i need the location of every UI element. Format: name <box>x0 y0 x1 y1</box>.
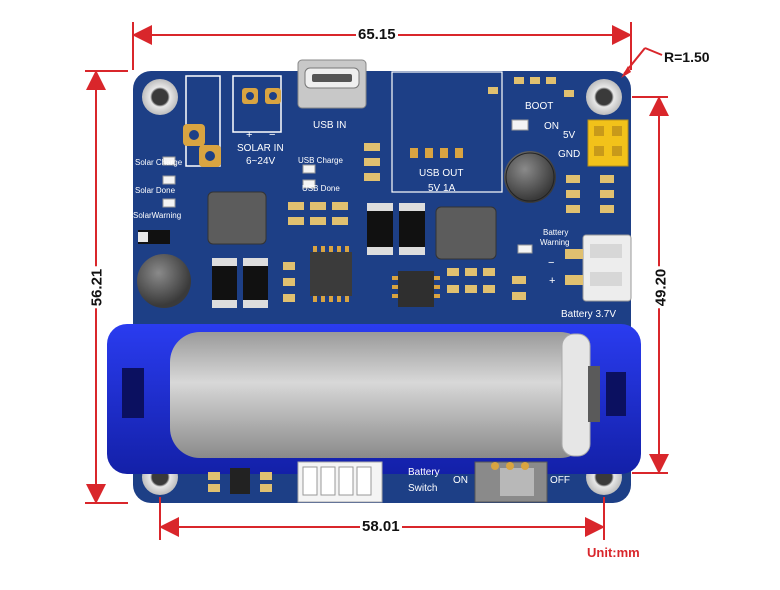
bottom-chip <box>208 468 272 494</box>
usb-out-outline <box>391 71 503 193</box>
label-battery-warning-2: Warning <box>540 238 570 247</box>
radius-arrowhead <box>621 66 631 78</box>
dimension-height-left: 56.21 <box>88 266 106 309</box>
label-switch-off: OFF <box>550 475 570 486</box>
jumper-left-pad <box>138 232 148 242</box>
label-solar-charge: Solar Charge <box>135 158 183 167</box>
label-batt-plus: + <box>549 275 556 287</box>
dimension-height-right: 49.20 <box>652 266 670 309</box>
dimension-corner-radius: R=1.50 <box>664 49 710 65</box>
label-solar-plus: + <box>246 129 253 141</box>
diode-pair-center <box>367 203 425 255</box>
label-batt-minus: − <box>548 257 555 269</box>
capacitor-right <box>504 151 556 203</box>
usb-out-pads <box>410 148 463 158</box>
label-battery-switch-1: Battery <box>408 467 440 478</box>
dimension-width-bottom: 58.01 <box>360 518 402 535</box>
label-boot: BOOT <box>525 101 554 112</box>
smd-passives <box>283 77 614 302</box>
mounting-hole-top-left <box>142 79 178 115</box>
label-solar-in: SOLAR IN <box>237 143 284 154</box>
battery-switch <box>474 461 548 503</box>
dimension-width-top: 65.15 <box>356 26 398 43</box>
label-usb-done: USB Done <box>302 184 340 193</box>
capacitor-left <box>137 254 191 308</box>
power-header <box>587 119 629 167</box>
battery-cell <box>170 332 600 458</box>
bottom-header-pins <box>297 461 383 503</box>
chip-center-right <box>392 271 440 307</box>
label-solar-warning: SolarWarning <box>133 211 182 220</box>
diode-pair-left <box>212 258 268 308</box>
mounting-hole-top-right <box>586 79 622 115</box>
label-on: ON <box>544 121 559 132</box>
inductor-left <box>207 191 267 245</box>
label-usb-in: USB IN <box>313 120 347 131</box>
battery-connector <box>565 234 632 302</box>
unit-label: Unit:mm <box>587 545 640 560</box>
solar-terminal <box>183 75 282 167</box>
inductor-right <box>435 206 497 260</box>
label-solar-done: Solar Done <box>135 186 176 195</box>
label-switch-on: ON <box>453 475 468 486</box>
label-solar-minus: − <box>269 129 276 141</box>
usb-in-connector <box>297 59 367 109</box>
label-5v: 5V <box>563 130 576 141</box>
label-usb-out: USB OUT <box>419 168 464 179</box>
label-gnd: GND <box>558 149 581 160</box>
label-battery-3-7v: Battery 3.7V <box>561 309 617 320</box>
label-battery-warning-1: Battery <box>543 228 569 237</box>
chip-center <box>310 246 352 302</box>
status-leds <box>162 119 533 254</box>
label-solar-range: 6~24V <box>246 156 276 167</box>
label-battery-switch-2: Switch <box>408 483 438 494</box>
label-usb-out-spec: 5V 1A <box>428 183 456 194</box>
label-usb-charge: USB Charge <box>298 156 343 165</box>
